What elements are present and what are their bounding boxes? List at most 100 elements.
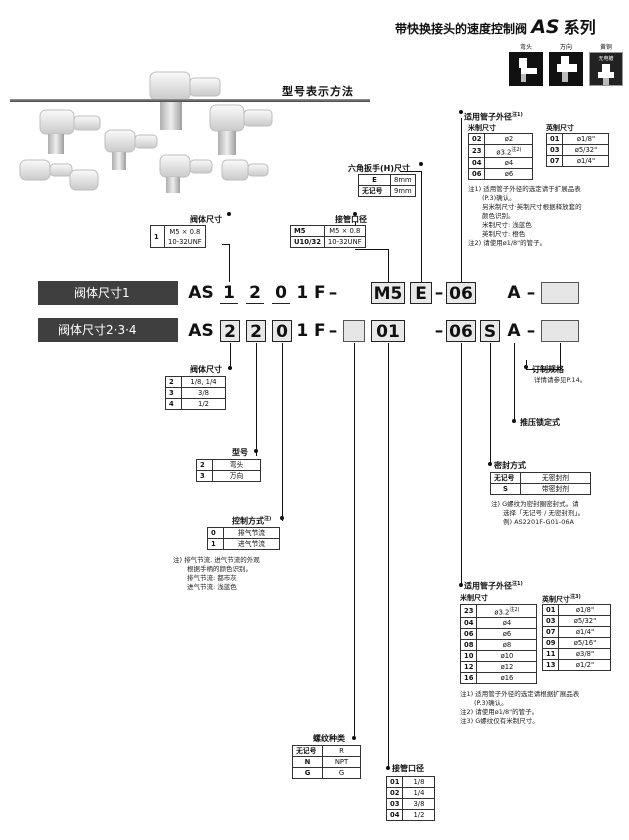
body-size-code: 4 (165, 398, 182, 410)
hex-code: E (358, 174, 391, 186)
control-title-note: 注) (264, 516, 272, 522)
tube-od1-inch-code: 03 (545, 144, 564, 156)
port2-code: 03 (385, 798, 404, 810)
tube-od2-inch-title-text: 英制尺寸 (542, 595, 570, 604)
tube-od1-notes: 注1) 适用管子外径的选定请于扩展品表 (P.3)确认。 另米制尺寸·英制尺寸根… (468, 185, 582, 248)
code-type-row2: 2 (246, 320, 266, 342)
tube-od1-inch-value: ø5/32" (562, 144, 610, 156)
leader-dot (254, 449, 258, 453)
code-type-row1: 2 (246, 282, 264, 304)
code-control-row1: 0 (272, 282, 290, 304)
port2-code: 01 (385, 776, 404, 788)
leader-line (388, 249, 389, 282)
tube-od1-code: 02 (467, 133, 486, 145)
leader-line (230, 343, 231, 368)
leader-dot (227, 212, 231, 216)
tube-od1-value: ø2 (484, 133, 534, 145)
seal-title: 密封方式 (494, 461, 526, 470)
tube-od1-title: 适用管子外径注1) (464, 111, 523, 123)
code-body-size1: 1 (220, 282, 238, 304)
leader-line (514, 343, 515, 422)
leader-line (282, 343, 283, 521)
hex-code: 无记号 (358, 185, 391, 197)
port2-value: 1/4 (402, 787, 436, 799)
thread-code: G (292, 767, 323, 779)
tube-od2-code: 16 (459, 672, 478, 685)
tube-od2-inch-code: 01 (541, 604, 560, 616)
tube-od2-code: 04 (459, 617, 478, 630)
tube-od2-inch-value: ø1/2" (558, 659, 612, 671)
body-size-value: 3/8 (181, 387, 226, 399)
seal-notes: 注) G螺纹为密封圈密封式。请 选择「无记号 / 无密封剂」。 例) AS220… (491, 500, 584, 527)
leader-dot (459, 110, 463, 114)
tube-od2-value: ø12 (476, 661, 538, 674)
leader-dot (352, 736, 356, 740)
note-line: 颜色识别。 (482, 212, 515, 220)
leader-dot (524, 365, 528, 369)
code-thread-box[interactable] (343, 320, 365, 342)
port1-title: 接管口径 (335, 215, 367, 224)
body-size1-value: M5 × 0.8 10-32UNF (164, 225, 206, 248)
port2-code: 02 (385, 787, 404, 799)
hex-title: 六角扳手(H)尺寸 (348, 164, 411, 173)
note-line: 注1) 适用管子外径的选定请根据扩展品表 (460, 690, 580, 698)
leader-dot (280, 516, 284, 520)
code-dash-row1c: – (526, 283, 536, 303)
thread-code: N (292, 756, 323, 768)
code-f-row1: 1 F (296, 283, 326, 303)
body-size-value: 1/2 (181, 398, 226, 410)
body-size1-code: 1 (150, 225, 165, 248)
leader-dot (419, 162, 423, 166)
thread-title: 螺纹种类 (313, 734, 345, 743)
control-value: 进气节流 (223, 538, 280, 550)
product-photo (19, 71, 273, 193)
tube-od1-inch-code: 07 (545, 155, 564, 167)
port1-code: U10/32 (290, 236, 325, 248)
tube-od2-inch-code: 07 (541, 626, 560, 638)
seal-value: 无密封剂 (520, 472, 591, 484)
order-title: 订制规格 (532, 365, 564, 374)
seal-code: S (490, 483, 521, 495)
code-dash-row2c: – (526, 321, 536, 341)
tube-od1-value: ø6 (484, 168, 534, 181)
elbow-icon-label: 弯头 (519, 44, 532, 51)
leader-line (461, 343, 462, 585)
control-code: 0 (207, 527, 224, 539)
order-note: 详情请参见P.14。 (534, 376, 587, 384)
brass-icon-sub: 无电镀 (598, 56, 614, 62)
code-seal-s: S (480, 320, 500, 342)
tube-od2-title-note: 注1) (512, 581, 523, 587)
control-code: 1 (207, 538, 224, 550)
code-a-row1: A (507, 283, 521, 303)
leader-dot (512, 419, 516, 423)
code-order-box-row1[interactable] (541, 282, 579, 304)
code-control-row2: 0 (272, 320, 292, 342)
body-size1-table: 1 M5 × 0.8 10-32UNF (150, 225, 206, 248)
port2-code: 04 (385, 809, 404, 821)
note-line: 注) G螺纹为密封圈密封式。请 (491, 500, 579, 508)
port1-code: M5 (290, 225, 325, 237)
tube-od1-inch-value: ø1/4" (562, 155, 610, 167)
universal-icon-label: 万向 (559, 44, 572, 51)
tube-od1-note-ref: 注2) (511, 147, 522, 153)
series-title-suffix: 系列 (563, 18, 596, 37)
tube-od2-code: 06 (459, 628, 478, 641)
port1-value: 10-32UNF (323, 236, 366, 248)
tube-od2-inch-code: 13 (541, 659, 560, 671)
series-title-prefix: 带快换接头的速度控制阀 (395, 22, 528, 36)
tube-od1-code: 04 (467, 157, 486, 170)
code-order-box-row2[interactable] (541, 320, 579, 342)
note-line: (P.3)确认。 (474, 699, 508, 707)
leader-line (461, 118, 462, 282)
code-as-row2: AS (188, 321, 214, 341)
tube-od2-metric-title: 米制尺寸 (460, 594, 488, 602)
body-size-code: 3 (165, 387, 182, 399)
